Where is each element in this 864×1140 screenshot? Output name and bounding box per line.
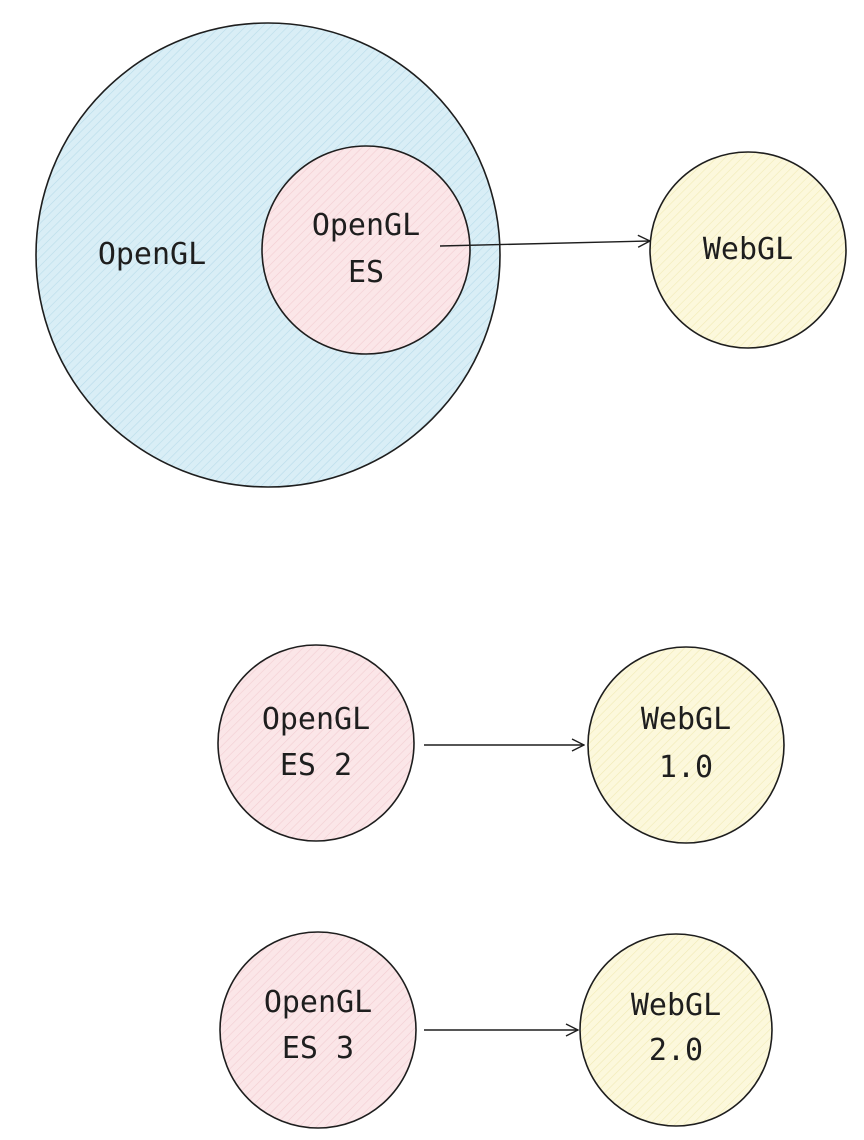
webgl1-label-line2: 1.0	[659, 750, 713, 785]
opengl-label: OpenGL	[98, 237, 206, 272]
opengl-es2-label-line1: OpenGL	[262, 702, 370, 737]
opengl-es3-label-line1: OpenGL	[264, 985, 372, 1020]
webgl-label: WebGL	[703, 232, 793, 267]
webgl1-label-line1: WebGL	[641, 702, 731, 737]
opengl-es-label-line1: OpenGL	[312, 208, 420, 243]
opengl-es-circle-group: OpenGL ES	[261, 145, 471, 355]
opengl-es2-circle-group: OpenGL ES 2	[217, 644, 415, 842]
arrow-opengl-es-to-webgl	[439, 241, 650, 246]
webgl2-circle	[579, 933, 773, 1127]
opengl-es-circle	[261, 145, 471, 355]
webgl2-circle-group: WebGL 2.0	[579, 933, 773, 1127]
webgl-circle	[649, 151, 847, 349]
webgl2-label-line1: WebGL	[631, 988, 721, 1023]
webgl1-circle-group: WebGL 1.0	[587, 646, 785, 844]
opengl-es3-circle-group: OpenGL ES 3	[219, 931, 417, 1129]
opengl-es-label-line2: ES	[348, 255, 384, 290]
opengl-es3-label-line2: ES 3	[282, 1031, 354, 1066]
webgl1-circle	[587, 646, 785, 844]
webgl-circle-group: WebGL	[649, 151, 847, 349]
opengl-es2-circle	[217, 644, 415, 842]
opengl-es2-label-line2: ES 2	[280, 748, 352, 783]
opengl-es3-circle	[219, 931, 417, 1129]
webgl2-label-line2: 2.0	[649, 1033, 703, 1068]
